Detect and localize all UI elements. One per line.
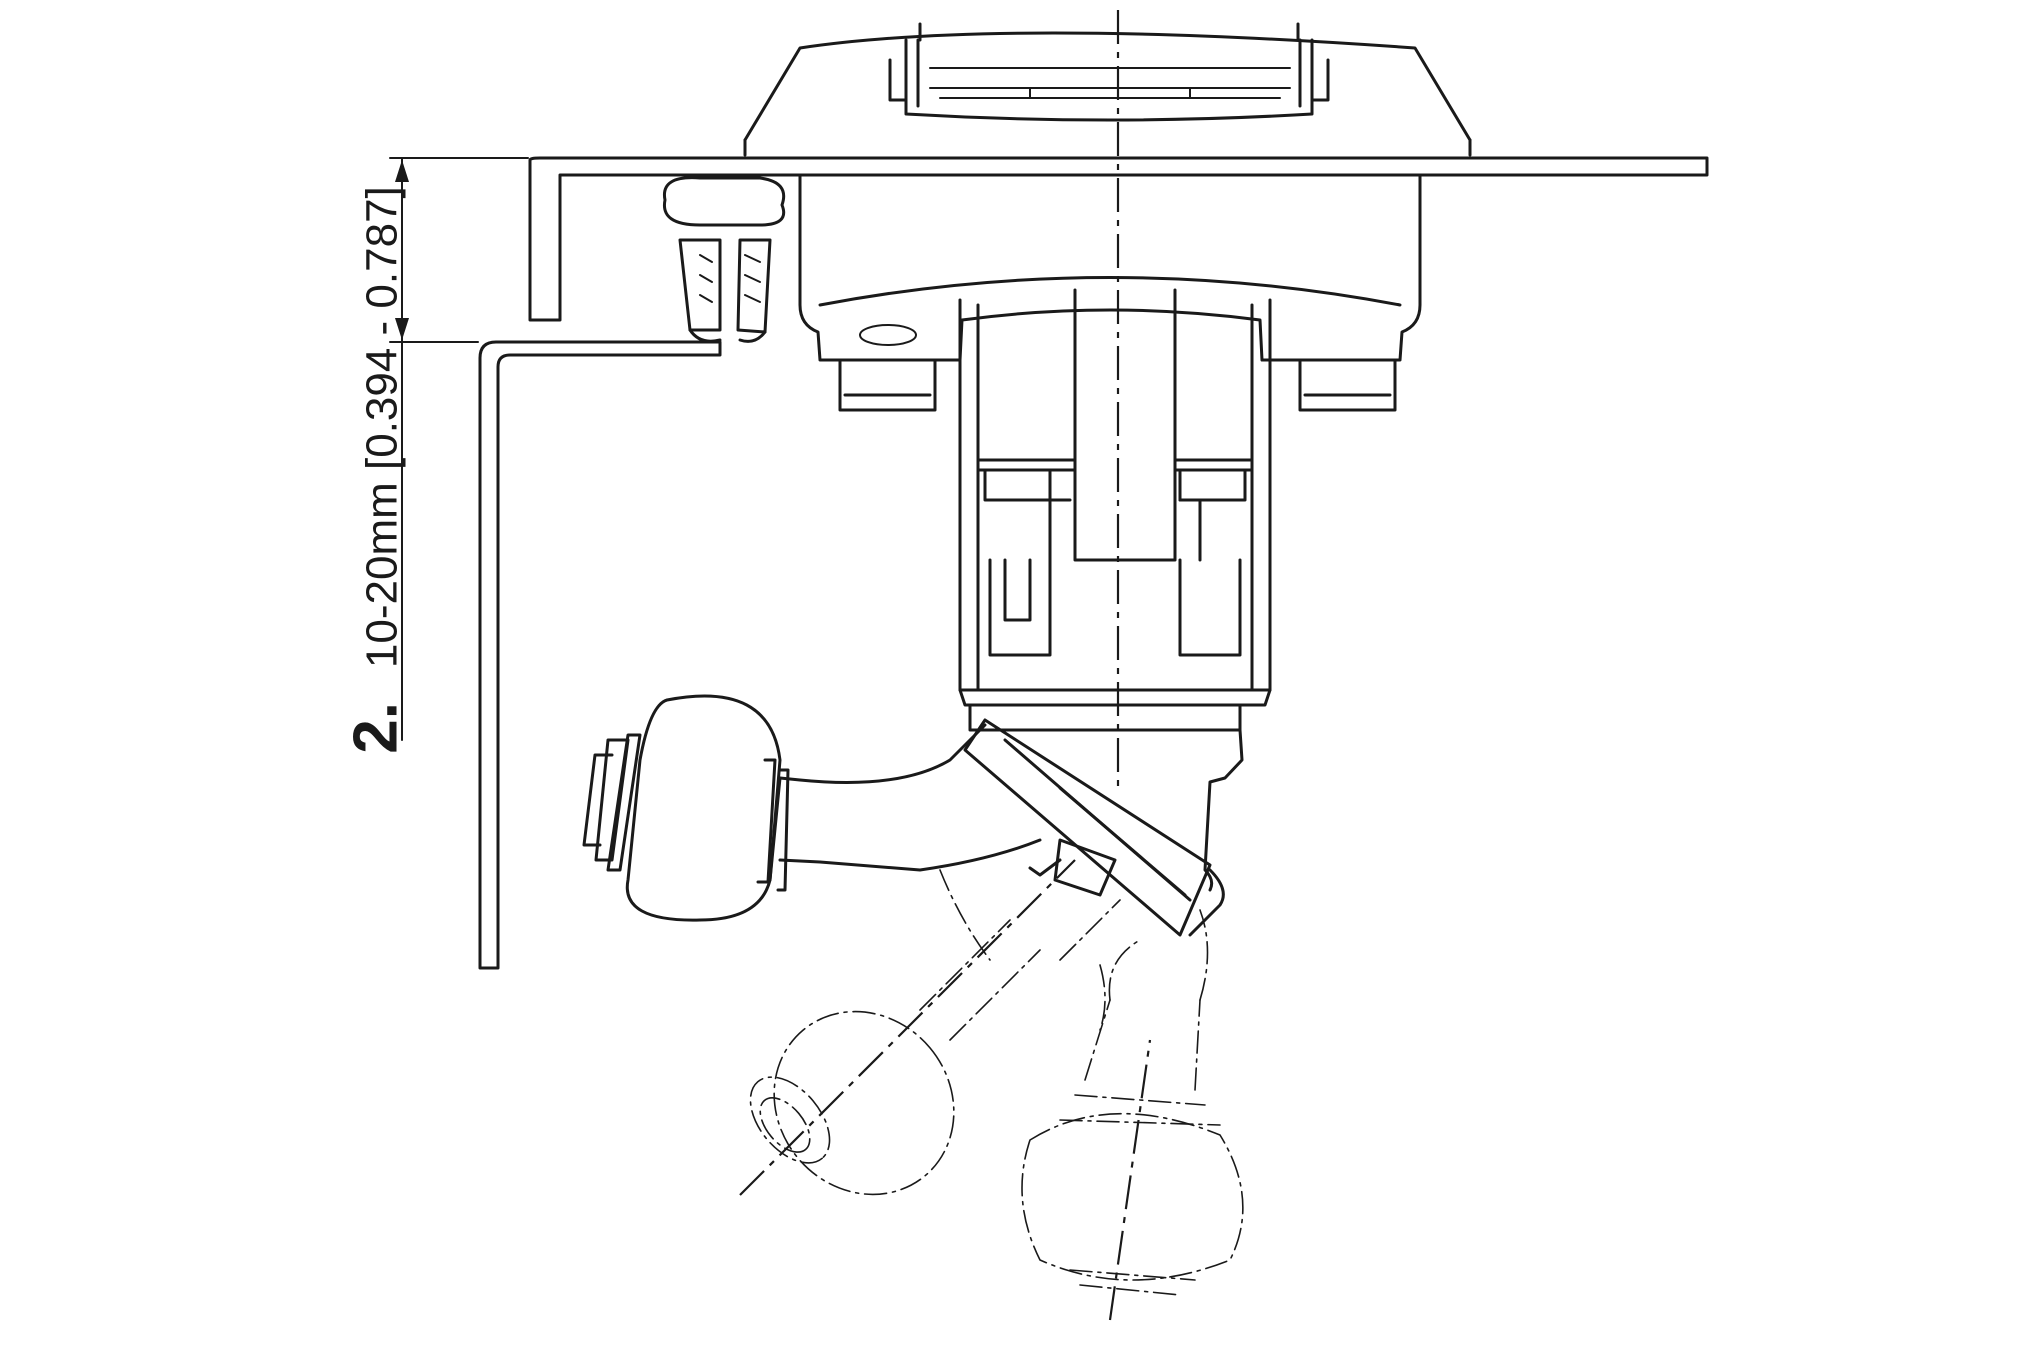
latch-arm-ghost-1 [739,859,1121,1196]
latch-body [798,173,1422,892]
latch-arm-ghost-2 [1021,909,1244,1321]
offset-panel [478,340,722,970]
mounting-panel [528,156,1709,322]
step-number: 2. [341,702,411,754]
edge-seal [662,176,786,343]
latch-head [743,22,1472,157]
dimension-label: 2. 10-20mm [0.394 - 0.787] [341,186,412,754]
latch-arm-closed [582,694,1225,937]
dimension-text: 10-20mm [0.394 - 0.787] [357,186,407,669]
dimension-lines [389,157,529,741]
